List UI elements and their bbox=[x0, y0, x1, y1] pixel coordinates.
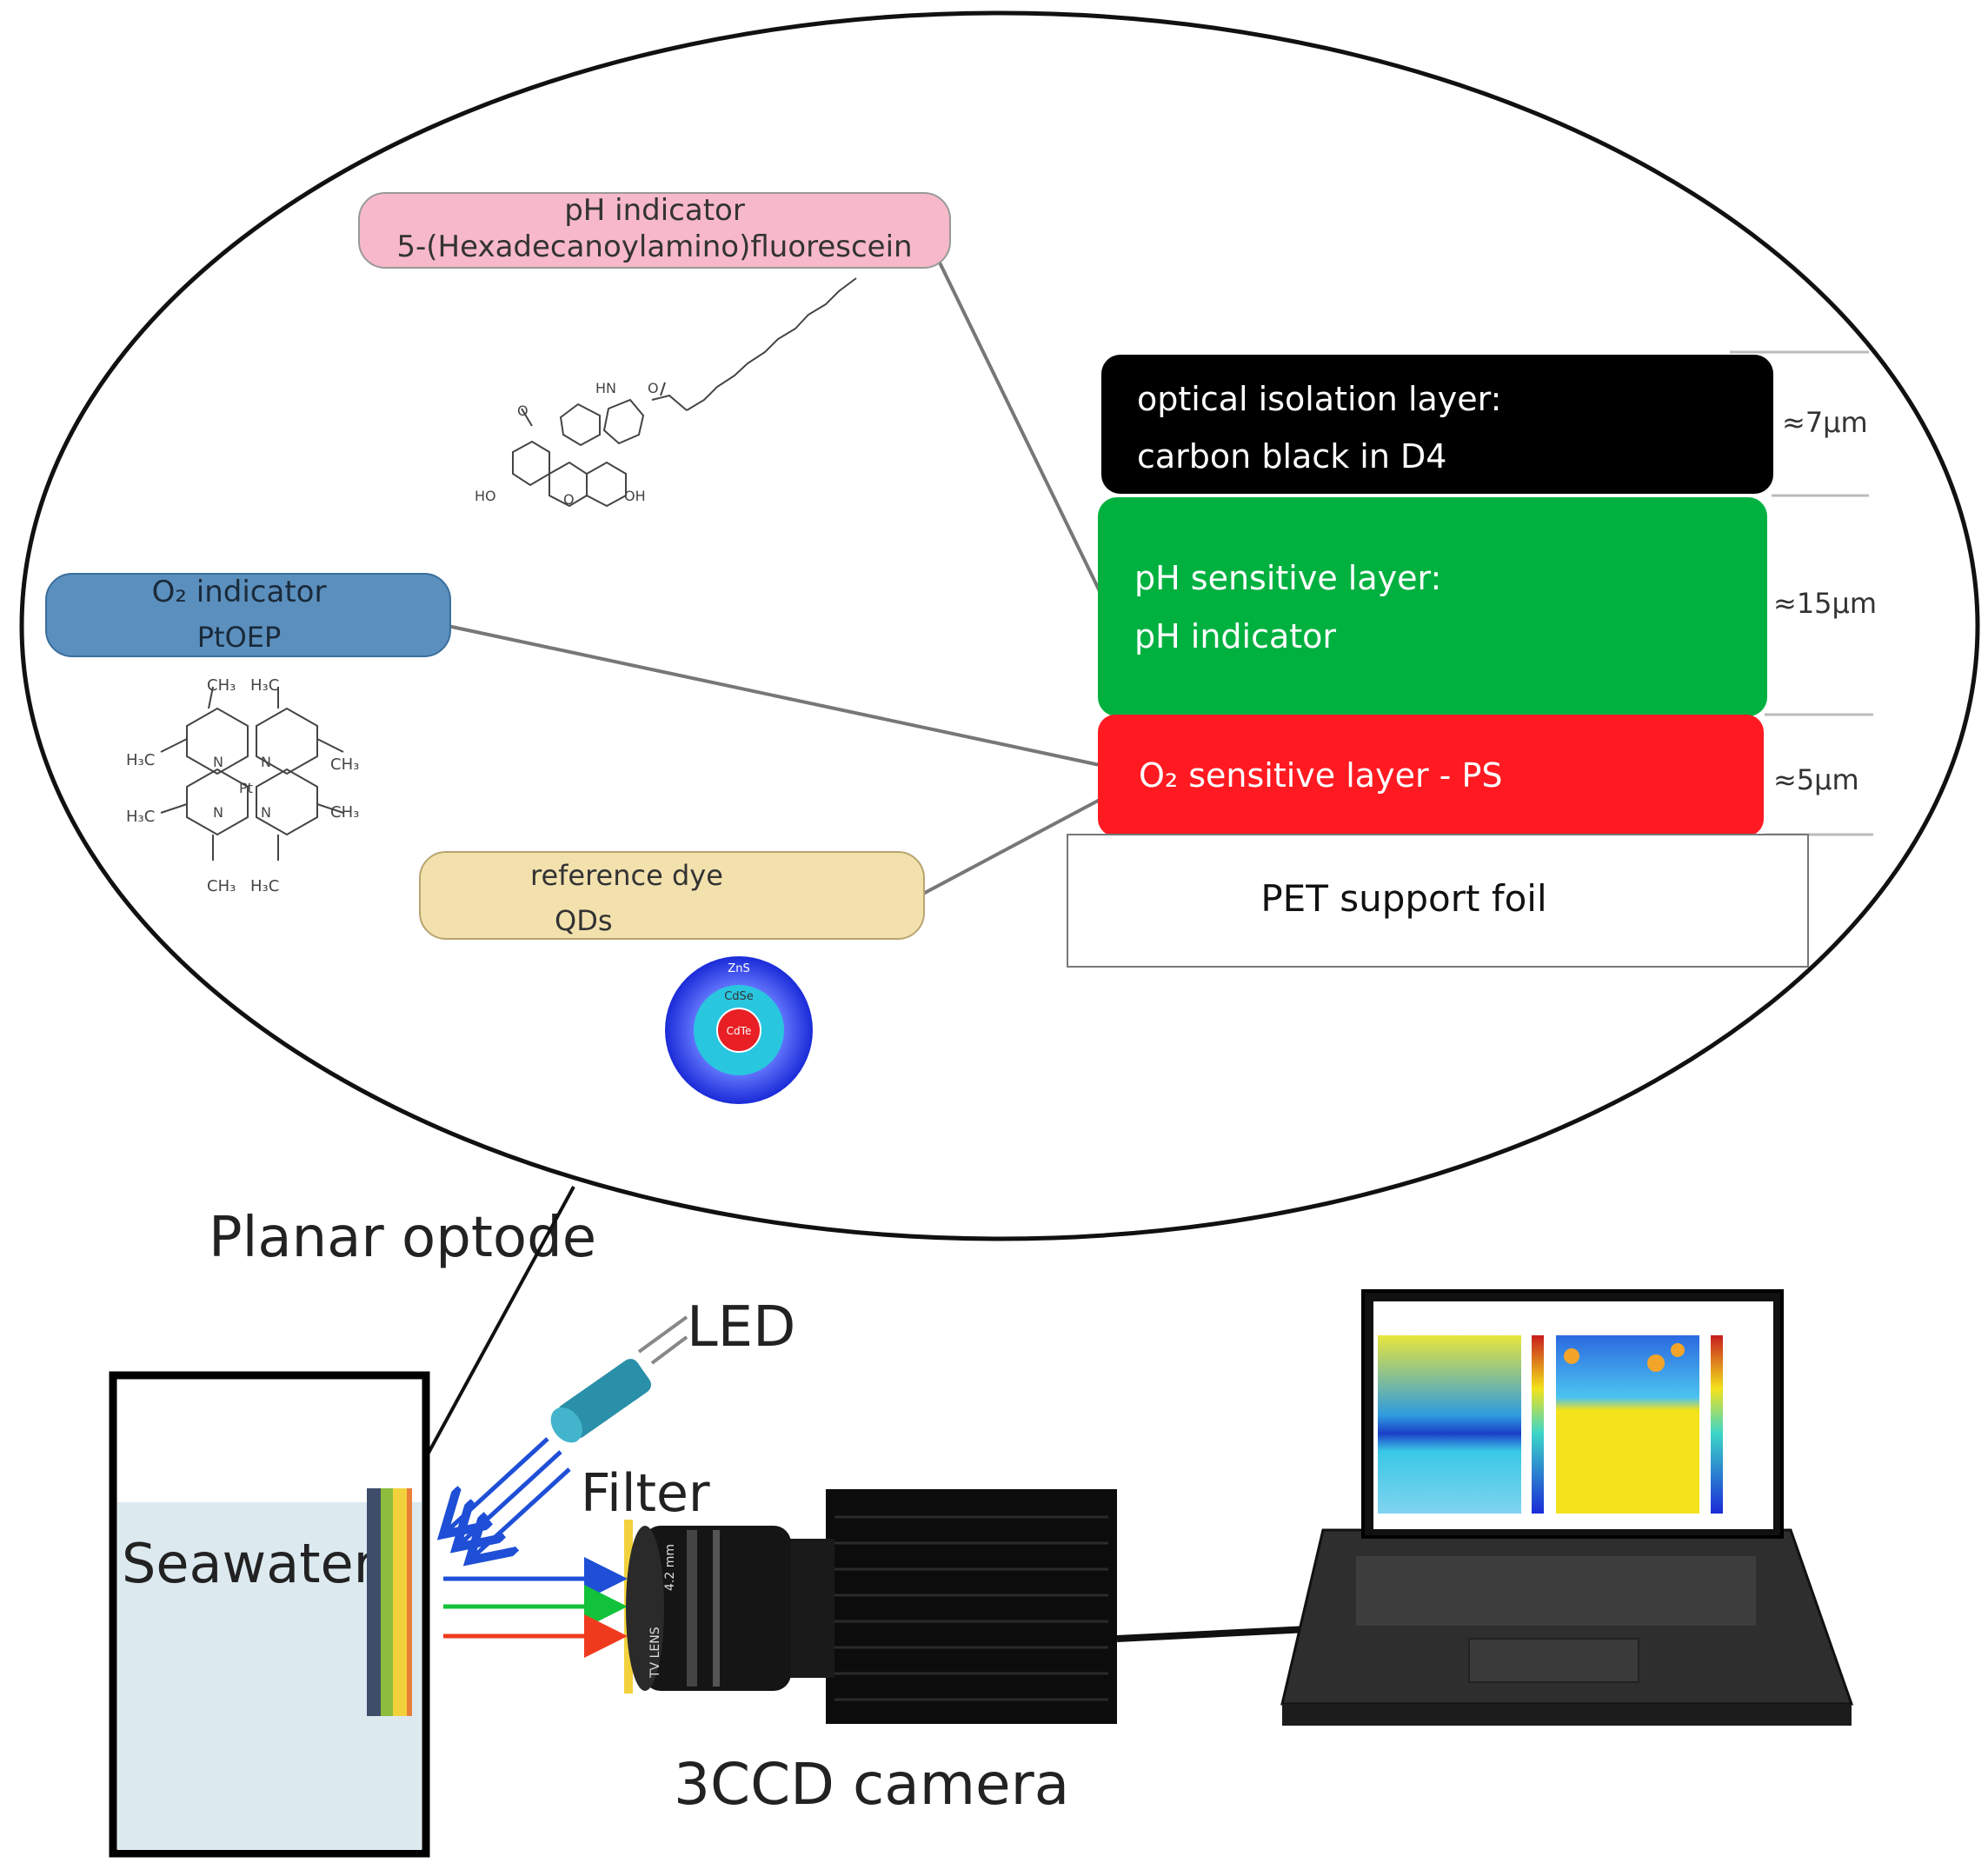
ptoep-label-ch3-right: CH₃ bbox=[330, 755, 359, 774]
layer-ph-sensitive-thickness: ≈15μm bbox=[1773, 587, 1877, 620]
connector-ph bbox=[937, 260, 1101, 592]
seawater-label: Seawater bbox=[122, 1532, 376, 1595]
reference-dye-label: reference dye QDs bbox=[419, 851, 925, 940]
layer-optical-isolation-line2: carbon black in D4 bbox=[1137, 437, 1446, 476]
ptoep-label-ch3-right-lower: CH₃ bbox=[330, 803, 359, 822]
reference-dye-title: reference dye bbox=[530, 859, 723, 892]
o2-indicator-name: PtOEP bbox=[197, 621, 282, 654]
layer-optical-isolation: optical isolation layer: carbon black in… bbox=[1101, 355, 1868, 494]
layer-o2-sensitive-thickness: ≈5μm bbox=[1773, 763, 1859, 796]
ptoep-label-ch3-top-left: CH₃ bbox=[207, 676, 236, 695]
optode-strip bbox=[367, 1488, 412, 1716]
layer-pet-support-label: PET support foil bbox=[1260, 877, 1546, 920]
zoom-ellipse bbox=[19, 10, 1980, 1241]
connector-ref bbox=[922, 798, 1100, 895]
layer-ph-sensitive-line2: pH indicator bbox=[1134, 617, 1336, 655]
fluorescein-label-oh: OH bbox=[624, 488, 646, 504]
planar-optode-label: Planar optode bbox=[209, 1206, 596, 1270]
filter-label: Filter bbox=[581, 1463, 710, 1524]
camera-cable bbox=[1116, 1625, 1326, 1642]
fluorescein-label-hn: HN bbox=[595, 380, 616, 396]
led-label: LED bbox=[687, 1295, 795, 1360]
fluorescein-label-o1: O bbox=[648, 380, 659, 396]
ptoep-label-n4: N bbox=[261, 804, 271, 821]
layer-optical-isolation-thickness: ≈7μm bbox=[1782, 406, 1868, 439]
lens-label-focal: 4.2 mm bbox=[663, 1544, 677, 1591]
camera-label: 3CCD camera bbox=[674, 1751, 1069, 1818]
layer-o2-sensitive-line1: O₂ sensitive layer - PS bbox=[1139, 756, 1502, 795]
layer-stack: optical isolation layer: carbon black in… bbox=[1067, 350, 1877, 968]
layer-o2-sensitive: O₂ sensitive layer - PS ≈5μm bbox=[1098, 715, 1859, 836]
ptoep-label-n2: N bbox=[261, 754, 271, 770]
connector-o2 bbox=[447, 624, 1100, 767]
layer-pet-support: PET support foil bbox=[1067, 834, 1809, 968]
ph-indicator-name: 5-(Hexadecanoylamino)fluorescein bbox=[396, 230, 912, 264]
ptoep-label-ch3-bottom-left: CH₃ bbox=[207, 877, 236, 895]
o2-indicator-title: O₂ indicator bbox=[152, 575, 327, 609]
lens-label-tv-lens: TV LENS bbox=[648, 1627, 662, 1679]
reference-dye-name: QDs bbox=[555, 904, 613, 937]
o2-indicator-label: O₂ indicator PtOEP bbox=[45, 573, 451, 657]
fluorescein-label-o3: O bbox=[563, 491, 575, 508]
qd-label-zns: ZnS bbox=[728, 962, 749, 975]
ph-indicator-title: pH indicator bbox=[564, 193, 745, 228]
layer-optical-isolation-line1: optical isolation layer: bbox=[1137, 380, 1501, 418]
ptoep-label-pt: Pt bbox=[239, 780, 253, 796]
ptoep-structure-icon bbox=[160, 686, 344, 861]
emission-arrows bbox=[443, 1557, 628, 1658]
led-light-arrows bbox=[443, 1437, 571, 1560]
ptoep-label-n1: N bbox=[213, 754, 223, 770]
layer-ph-sensitive: pH sensitive layer: pH indicator ≈15μm bbox=[1098, 497, 1877, 716]
qd-label-cdse: CdSe bbox=[724, 990, 754, 1003]
camera-icon: TV LENS 4.2 mm bbox=[626, 1489, 1117, 1724]
ph-indicator-label: pH indicator 5-(Hexadecanoylamino)fluore… bbox=[358, 192, 951, 269]
laptop-icon bbox=[1280, 1289, 1854, 1726]
led-icon bbox=[550, 1315, 688, 1443]
qd-label-cdte: CdTe bbox=[727, 1025, 752, 1037]
laptop-screen-o2-map bbox=[1378, 1335, 1544, 1514]
ptoep-label-h3c-left: H₃C bbox=[126, 751, 155, 769]
ptoep-label-h3c-top-right: H₃C bbox=[250, 676, 279, 695]
ptoep-label-h3c-left-lower: H₃C bbox=[126, 808, 155, 826]
ptoep-label-n3: N bbox=[213, 804, 223, 821]
quantum-dot-icon bbox=[665, 956, 813, 1104]
ptoep-label-h3c-bottom-right: H₃C bbox=[250, 877, 279, 895]
laptop-screen-ph-map bbox=[1556, 1335, 1723, 1514]
fluorescein-label-o2: O bbox=[517, 403, 529, 419]
fluorescein-label-ho: HO bbox=[475, 488, 496, 504]
layer-ph-sensitive-line1: pH sensitive layer: bbox=[1134, 559, 1441, 597]
fluorescein-structure-icon bbox=[512, 277, 857, 508]
